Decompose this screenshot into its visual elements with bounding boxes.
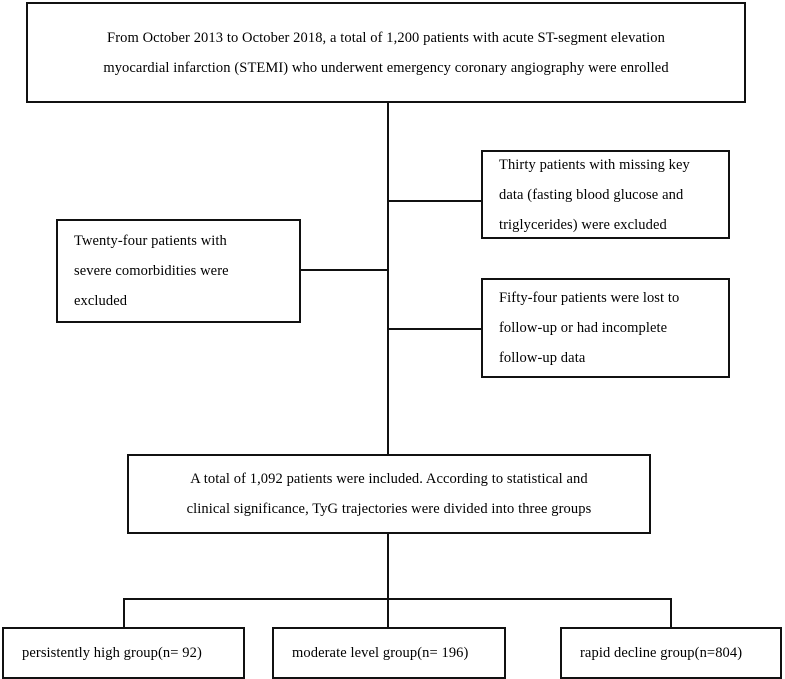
node-enrollment-line-1: From October 2013 to October 2018, a tot… (107, 29, 665, 46)
node-group-rapid-decline: rapid decline group(n=804) (560, 627, 782, 679)
node-excluded-comorbidities: Twenty-four patients with severe comorbi… (56, 219, 301, 323)
node-group-persistently-high: persistently high group(n= 92) (2, 627, 245, 679)
node-excluded-lost-followup-line-1: Fifty-four patients were lost to (499, 290, 680, 306)
connector-to-excluded-lost (387, 328, 482, 330)
node-excluded-missing-data-line-3: triglycerides) were excluded (499, 216, 667, 233)
node-enrollment: From October 2013 to October 2018, a tot… (26, 2, 746, 103)
node-enrollment-line-2: myocardial infarction (STEMI) who underw… (103, 59, 669, 76)
node-excluded-missing-data-line-1: Thirty patients with missing key (499, 156, 690, 173)
node-excluded-missing-data: Thirty patients with missing key data (f… (481, 150, 730, 239)
node-group-rapid-decline-label: rapid decline group(n=804) (580, 645, 743, 661)
connector-drop-group-2 (387, 598, 389, 628)
connector-group-branch-bar (123, 598, 672, 600)
node-group-moderate-level: moderate level group(n= 196) (272, 627, 506, 679)
connector-to-excluded-missing (387, 200, 482, 202)
node-excluded-comorbidities-line-3: excluded (74, 293, 128, 309)
node-included-cohort-line-1: A total of 1,092 patients were included.… (190, 471, 588, 487)
connector-to-excluded-comorbidities (300, 269, 389, 271)
node-excluded-missing-data-line-2: data (fasting blood glucose and (499, 186, 684, 203)
connector-drop-group-1 (123, 598, 125, 628)
node-excluded-lost-followup-line-2: follow-up or had incomplete (499, 320, 668, 336)
node-excluded-comorbidities-line-2: severe comorbidities were (74, 263, 229, 279)
connector-drop-group-3 (670, 598, 672, 628)
node-group-persistently-high-label: persistently high group(n= 92) (22, 645, 202, 661)
node-included-cohort: A total of 1,092 patients were included.… (127, 454, 651, 534)
node-excluded-lost-followup-line-3: follow-up data (499, 350, 586, 366)
connector-main-trunk (387, 101, 389, 455)
node-excluded-comorbidities-line-1: Twenty-four patients with (74, 233, 227, 249)
node-included-cohort-line-2: clinical significance, TyG trajectories … (186, 501, 592, 517)
connector-lower-trunk (387, 533, 389, 600)
node-excluded-lost-followup: Fifty-four patients were lost to follow-… (481, 278, 730, 378)
node-group-moderate-level-label: moderate level group(n= 196) (292, 645, 469, 661)
